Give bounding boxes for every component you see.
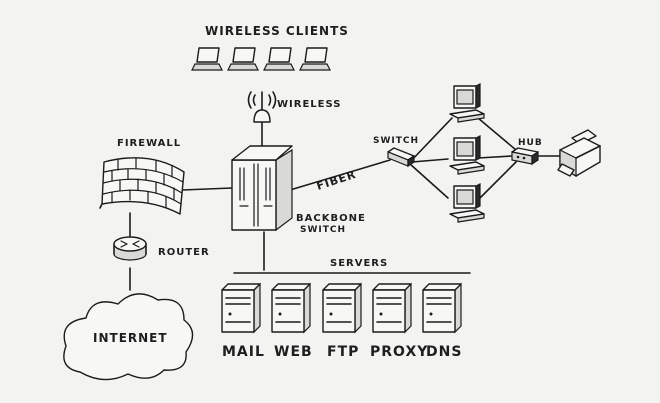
server-icon <box>372 282 412 334</box>
server-icon <box>271 282 311 334</box>
wireless-clients-group <box>191 47 331 71</box>
antenna-icon <box>247 91 277 123</box>
wireless-clients-label: WIRELESS CLIENTS <box>205 24 349 38</box>
firewall-icon <box>99 157 185 215</box>
workstation-icon <box>449 183 485 223</box>
backbone-label-line2: SWITCH <box>300 225 346 235</box>
printer-icon <box>557 129 601 178</box>
workstation-icon <box>449 83 485 123</box>
hub-icon <box>511 147 539 166</box>
servers-label: SERVERS <box>330 258 388 269</box>
server-label-proxy: PROXY <box>370 344 428 360</box>
server-label-mail: MAIL <box>222 344 265 360</box>
workstation-icon <box>449 135 485 175</box>
server-label-ftp: FTP <box>327 344 359 360</box>
laptop-icon <box>299 47 331 71</box>
router-icon <box>113 236 147 261</box>
switch-label: SWITCH <box>373 136 419 146</box>
cloud-icon <box>63 293 194 381</box>
laptop-icon <box>263 47 295 71</box>
servers-group <box>221 282 462 334</box>
backbone-label-line1: BACKBONE <box>296 213 366 224</box>
server-icon <box>221 282 261 334</box>
server-icon <box>422 282 462 334</box>
connections <box>129 117 561 291</box>
laptop-icon <box>227 47 259 71</box>
firewall-label: FIREWALL <box>117 138 181 149</box>
router-label: ROUTER <box>158 247 210 258</box>
laptop-icon <box>191 47 223 71</box>
wireless-label: WIRELESS <box>277 99 341 110</box>
server-icon <box>322 282 362 334</box>
server-label-web: WEB <box>274 344 313 360</box>
backbone-switch-icon <box>231 145 293 232</box>
hub-label: HUB <box>518 138 543 148</box>
switch-icon <box>387 147 415 168</box>
fiber-label: FIBER <box>315 168 358 193</box>
server-label-dns: DNS <box>426 344 462 360</box>
internet-label: INTERNET <box>93 331 168 345</box>
